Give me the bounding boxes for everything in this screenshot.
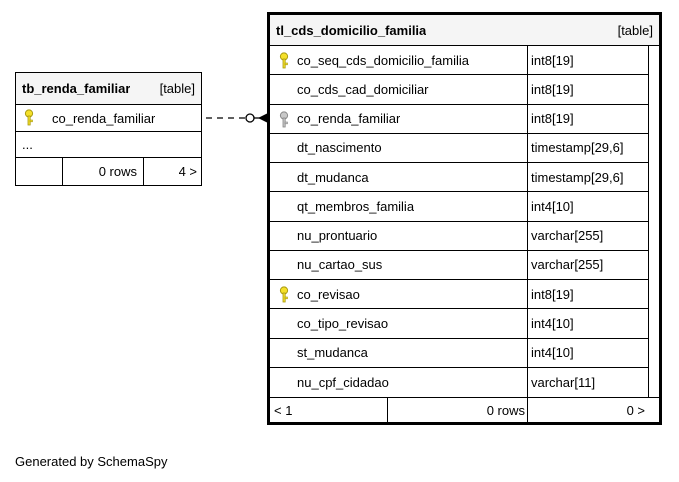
- column-row: co_seq_cds_domicilio_familia int8[19]: [270, 46, 649, 76]
- column-name: qt_membros_familia: [297, 198, 415, 214]
- column-row: nu_cpf_cidadao varchar[11]: [270, 367, 649, 397]
- table-header: tb_renda_familiar [table]: [16, 73, 201, 105]
- primary-key-icon: [24, 109, 34, 126]
- column-row: co_revisao int8[19]: [270, 280, 649, 310]
- column-type: int8[19]: [531, 111, 574, 127]
- column-row: qt_membros_familia int4[10]: [270, 192, 649, 222]
- parent-count[interactable]: < 1: [274, 402, 293, 418]
- more-columns: ...: [16, 132, 201, 158]
- generated-by-footer: Generated by SchemaSpy: [15, 454, 168, 469]
- table-header: tl_cds_domicilio_familia [table]: [270, 15, 659, 46]
- column-name: nu_cpf_cidadao: [297, 374, 389, 390]
- column-type: timestamp[29,6]: [531, 140, 624, 156]
- column-name: co_tipo_revisao: [297, 315, 389, 331]
- column-name: co_cds_cad_domiciliar: [297, 81, 429, 97]
- row-count: 0 rows: [98, 164, 137, 179]
- column-type: int8[19]: [531, 286, 574, 302]
- column-name: co_seq_cds_domicilio_familia: [297, 52, 469, 68]
- column-name: st_mudanca: [297, 345, 368, 361]
- column-type: int4[10]: [531, 198, 574, 214]
- column-type: int8[19]: [531, 81, 574, 97]
- primary-key-icon: [279, 52, 289, 69]
- column-row: co_cds_cad_domiciliar int8[19]: [270, 75, 649, 105]
- primary-key-icon: [279, 286, 289, 303]
- column-type: varchar[11]: [531, 374, 596, 390]
- column-row: co_tipo_revisao int4[10]: [270, 309, 649, 339]
- table-name: tb_renda_familiar: [22, 81, 131, 96]
- column-name: dt_nascimento: [297, 140, 382, 156]
- column-type: int8[19]: [531, 52, 574, 68]
- table-footer: 0 rows 4 >: [16, 158, 201, 185]
- column-row: nu_prontuario varchar[255]: [270, 221, 649, 251]
- table-name: tl_cds_domicilio_familia: [276, 22, 427, 38]
- column-name: dt_mudanca: [297, 169, 369, 185]
- child-count[interactable]: 0 >: [626, 402, 645, 418]
- table-tag: [table]: [617, 22, 653, 38]
- column-name: co_renda_familiar: [52, 110, 156, 126]
- table-tl-cds-domicilio-familia[interactable]: tl_cds_domicilio_familia [table] co_seq_…: [267, 12, 662, 425]
- child-count[interactable]: 4 >: [178, 164, 197, 179]
- row-count: 0 rows: [486, 402, 525, 418]
- column-type: int4[10]: [531, 315, 574, 331]
- more-indicator: ...: [22, 137, 33, 152]
- column-type: timestamp[29,6]: [531, 169, 624, 185]
- column-type: int4[10]: [531, 345, 574, 361]
- column-row: co_renda_familiar int8[19]: [270, 104, 649, 134]
- column-row: dt_mudanca timestamp[29,6]: [270, 163, 649, 193]
- column-name: co_renda_familiar: [297, 111, 401, 127]
- foreign-key-icon: [279, 110, 289, 127]
- table-tag: [table]: [159, 81, 195, 96]
- table-tb-renda-familiar[interactable]: tb_renda_familiar [table] co_renda_famil…: [15, 72, 202, 186]
- column-name: nu_cartao_sus: [297, 257, 383, 273]
- scrollbar[interactable]: [648, 46, 659, 397]
- column-name: nu_prontuario: [297, 228, 378, 244]
- column-row: dt_nascimento timestamp[29,6]: [270, 133, 649, 163]
- column-type: varchar[255]: [531, 257, 604, 273]
- column-type: varchar[255]: [531, 228, 604, 244]
- column-name: co_revisao: [297, 286, 360, 302]
- table-footer: < 1 0 rows 0 >: [270, 397, 659, 422]
- column-row: co_renda_familiar: [16, 105, 201, 132]
- column-row: nu_cartao_sus varchar[255]: [270, 250, 649, 280]
- column-row: st_mudanca int4[10]: [270, 338, 649, 368]
